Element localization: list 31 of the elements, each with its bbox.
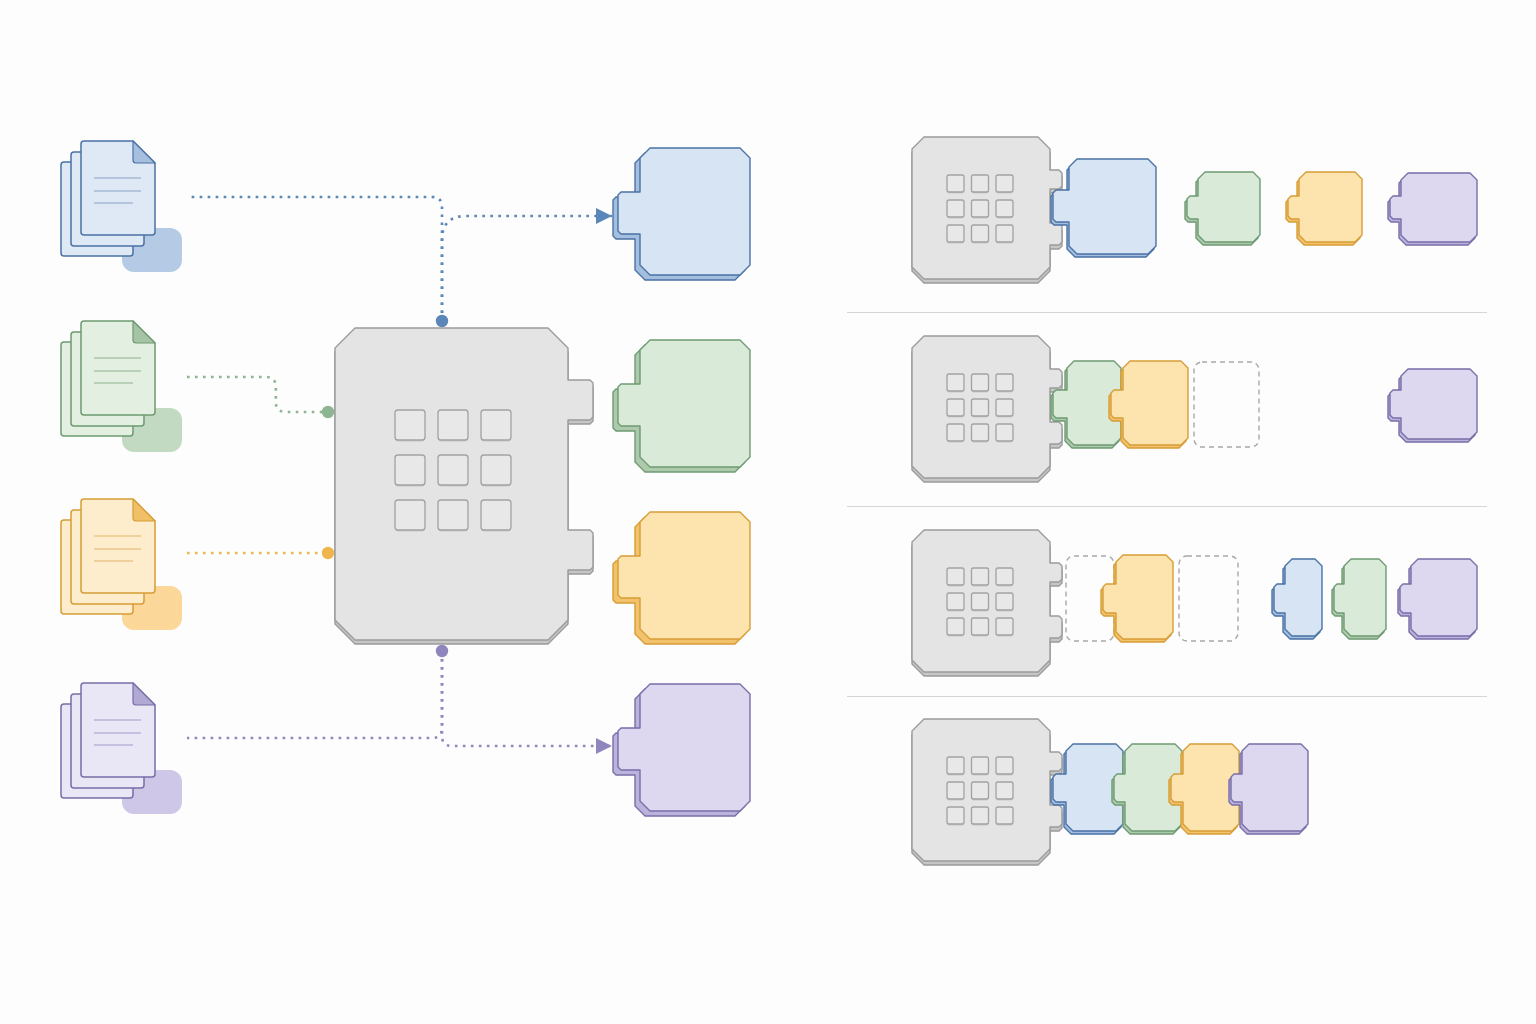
- empty-slot-outline: [1193, 361, 1260, 448]
- grid-module-block: [912, 137, 1062, 283]
- document-stack: [60, 140, 184, 274]
- document-stack: [60, 682, 184, 816]
- puzzle-block: [1169, 744, 1239, 834]
- grid-module-block: [335, 328, 593, 644]
- dotted-connector: [187, 375, 335, 419]
- dotted-connector: [187, 644, 449, 740]
- puzzle-block: [1332, 559, 1386, 639]
- document-stack: [60, 498, 184, 632]
- puzzle-block: [613, 512, 750, 644]
- puzzle-block: [613, 684, 750, 816]
- puzzle-block: [1272, 559, 1322, 639]
- puzzle-block: [1229, 744, 1308, 834]
- puzzle-block: [613, 340, 750, 472]
- puzzle-block: [1388, 173, 1477, 245]
- grid-module-block: [912, 719, 1062, 865]
- puzzle-block: [1051, 361, 1121, 448]
- puzzle-block: [1286, 172, 1362, 245]
- dotted-connector: [187, 546, 335, 560]
- puzzle-block: [1185, 172, 1260, 245]
- puzzle-block: [1101, 555, 1173, 642]
- puzzle-block: [613, 148, 750, 280]
- puzzle-block: [1051, 744, 1123, 834]
- grid-module-block: [912, 530, 1062, 676]
- empty-slot-outline: [1178, 555, 1239, 642]
- puzzle-block: [1398, 559, 1477, 639]
- puzzle-block: [1051, 159, 1156, 257]
- puzzle-block: [1388, 369, 1477, 442]
- document-stack: [60, 320, 184, 454]
- grid-module-block: [912, 336, 1062, 482]
